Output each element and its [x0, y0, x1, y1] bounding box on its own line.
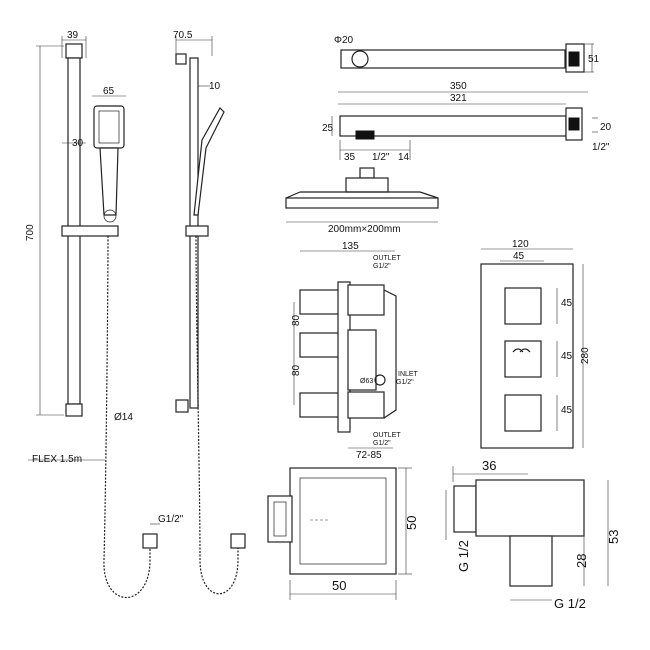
plate-45c-label: 45 [561, 405, 573, 416]
outlet-top-label: OUTLET [373, 255, 401, 262]
slide-rail-front: 39 700 30 65 Ø14 FLEX 1.5m G1/2" [25, 30, 184, 598]
valve-135-label: 135 [342, 241, 359, 252]
elbow-front: 50 50 [267, 467, 419, 600]
elbow-50w-label: 50 [332, 578, 346, 593]
arm-25-label: 25 [322, 123, 334, 134]
inlet-g-label: G1/2" [396, 379, 414, 386]
arm-half2-label: 1/2" [592, 142, 610, 153]
hose-length-label: FLEX 1.5m [32, 454, 82, 465]
side-width-label: 70.5 [173, 30, 193, 41]
plate-280-label: 280 [580, 347, 591, 364]
valve-depth-label: 72-85 [356, 450, 382, 461]
rail-inner-label: 30 [72, 138, 84, 149]
elbow-50h-label: 50 [404, 516, 419, 530]
elbow-36-label: 36 [482, 458, 496, 473]
elbow-28-label: 28 [574, 554, 589, 568]
outlet-top-g-label: G1/2" [373, 263, 391, 270]
arm-half-label: 1/2" [372, 152, 390, 163]
valve-80a-label: 80 [291, 314, 302, 326]
plate-45b-label: 45 [561, 351, 573, 362]
hose-thread-label: G1/2" [158, 514, 184, 525]
elbow-side: 36 G 1/2 53 28 G 1/2 [445, 458, 621, 611]
shower-arm-top: Φ20 51 [334, 35, 600, 73]
face-plate: 120 45 45 45 45 280 [480, 239, 591, 449]
elbow-g-bottom-label: G 1/2 [554, 596, 586, 611]
head-size-label: 200mm×200mm [328, 224, 401, 235]
hose-diam-label: Ø14 [114, 412, 133, 423]
arm-35-label: 35 [344, 152, 356, 163]
arm-phi-label: Φ20 [334, 35, 354, 46]
outlet-bot-label: OUTLET [373, 432, 401, 439]
valve-body: 135 OUTLET G1/2" 80 80 Ø63 INLET G1/2" O… [291, 241, 419, 461]
plate-120-label: 120 [512, 239, 529, 250]
arm-51-label: 51 [588, 54, 600, 65]
shower-head: 200mm×200mm [285, 167, 439, 235]
side-thickness-label: 10 [209, 81, 221, 92]
elbow-g-left-label: G 1/2 [456, 540, 471, 572]
handset-width-label: 65 [103, 86, 115, 97]
shower-arm-side: 350 321 25 20 35 1/2" 14 1/2" [322, 81, 612, 163]
valve-80b-label: 80 [291, 364, 302, 376]
plate-45a-label: 45 [561, 298, 573, 309]
rail-height-label: 700 [25, 224, 36, 241]
valve-gap-label: Ø63 [360, 378, 373, 385]
elbow-53-label: 53 [606, 530, 621, 544]
arm-20-label: 20 [600, 122, 612, 133]
inlet-label: INLET [398, 371, 419, 378]
arm-14-label: 14 [398, 152, 410, 163]
arm-350-label: 350 [450, 81, 467, 92]
slide-rail-side: 70.5 10 [173, 30, 246, 595]
arm-321-label: 321 [450, 93, 467, 104]
rail-width-label: 39 [67, 30, 79, 41]
plate-45t-label: 45 [513, 251, 525, 262]
outlet-bot-g-label: G1/2" [373, 440, 391, 447]
